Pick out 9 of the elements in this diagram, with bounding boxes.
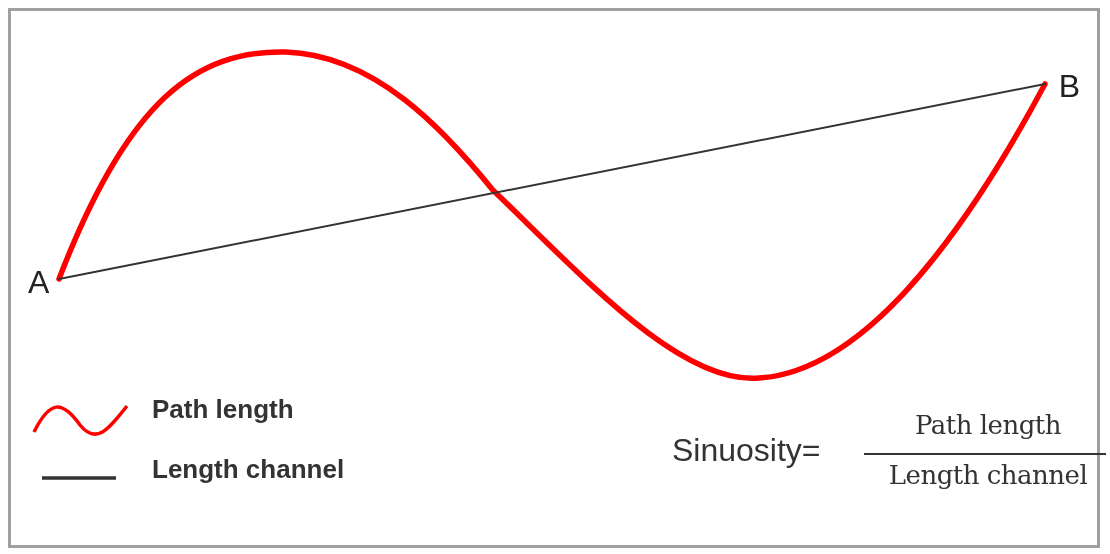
- legend-text: Length channel: [152, 454, 345, 485]
- straight-channel-line: [58, 83, 1046, 280]
- point-label: B: [1046, 68, 1080, 104]
- fraction-numerator: Path length: [913, 410, 1063, 440]
- sinuous-path-line: [56, 49, 1048, 381]
- formula-text: Sinuosity=: [672, 432, 821, 469]
- fraction-denominator: Length channel: [887, 460, 1089, 490]
- legend-text: Path length: [152, 394, 294, 425]
- point-label: A: [28, 264, 58, 300]
